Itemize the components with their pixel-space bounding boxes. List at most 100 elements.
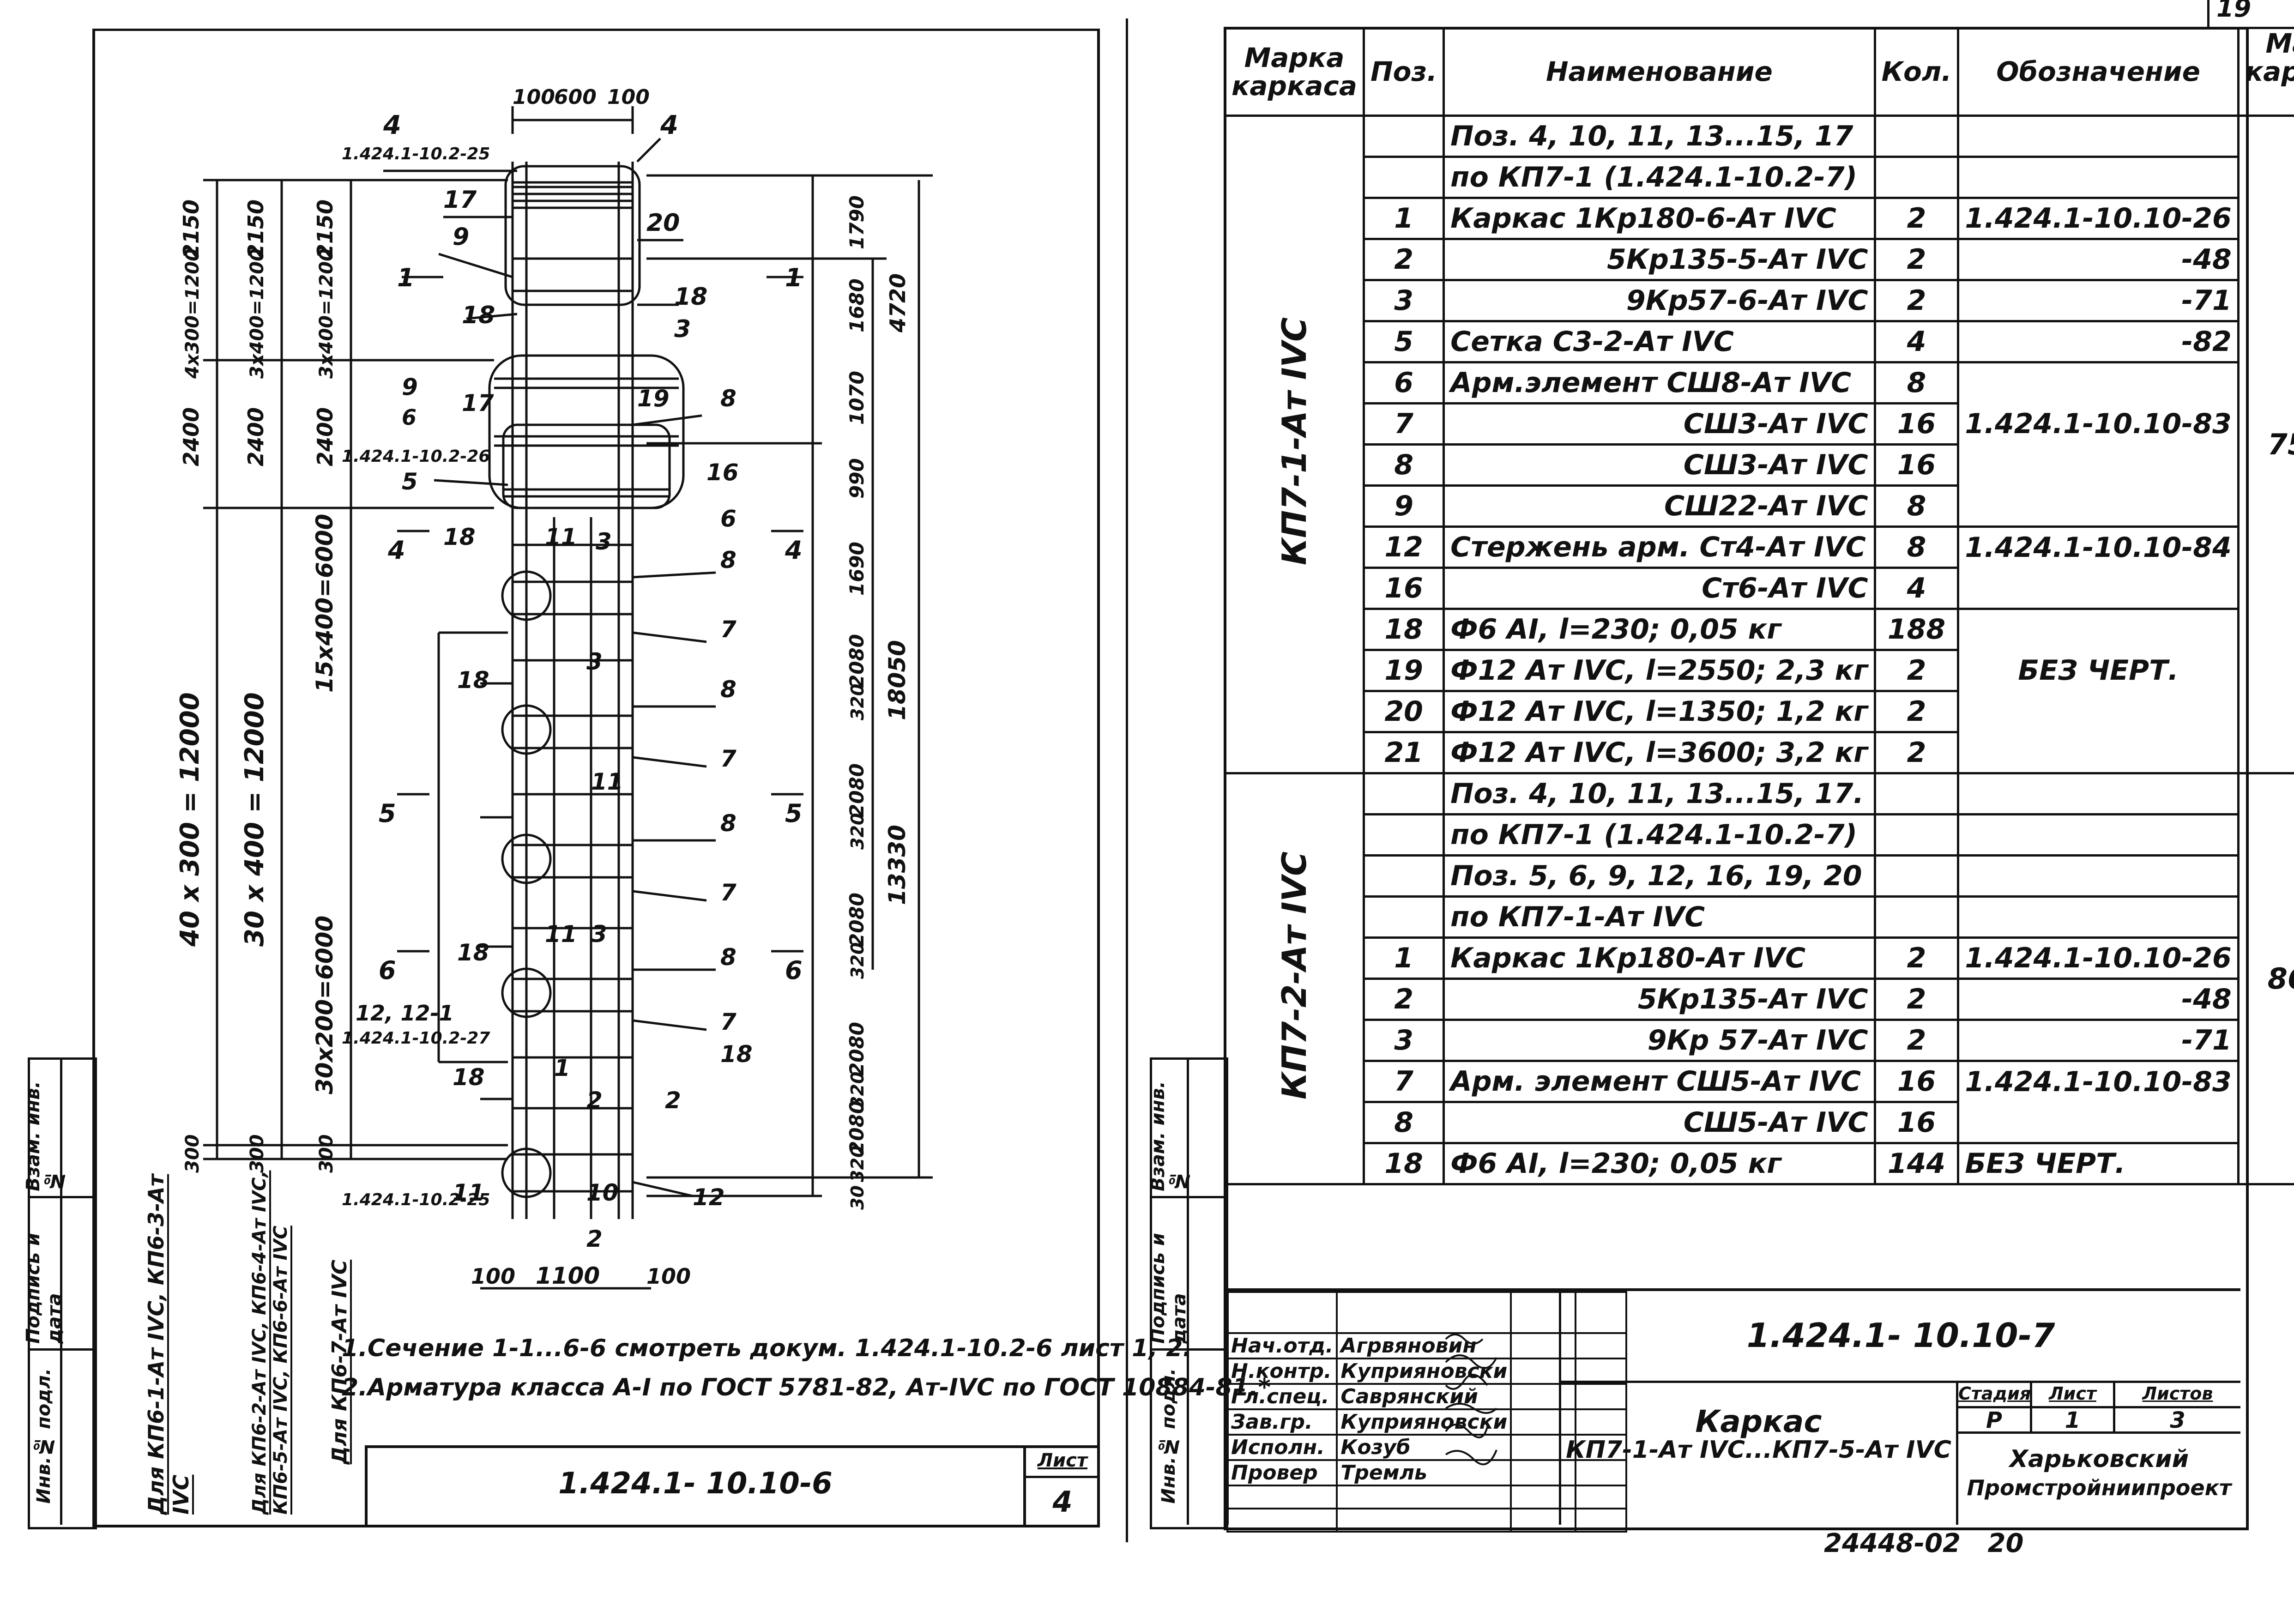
table-row: Поз. 5, 6, 9, 12, 16, 19, 20 (1225, 854, 2294, 898)
callout: 5 (402, 468, 418, 495)
callout: 8 (720, 676, 736, 703)
section-mark: 1 (785, 263, 803, 292)
callout: 11 (591, 768, 623, 795)
dim-label: 2400 (313, 407, 338, 466)
role-label: Зав.гр. (1226, 1408, 1338, 1436)
sheet-value: 1 (2065, 1407, 2081, 1433)
dim-label: 2150 (179, 199, 204, 259)
dim-label: 300 (247, 1135, 268, 1173)
callout: 11 (545, 921, 577, 948)
dim-label: 2080 (845, 1100, 868, 1154)
organization-name: Харьковский (2009, 1445, 2189, 1473)
col-header-pos: Поз. (1363, 27, 1445, 117)
callout: 7 (720, 745, 736, 772)
dim-label: 1070 (845, 371, 868, 425)
mark-cell: КП7-2-Aт IVC (1223, 772, 1365, 1185)
sheet-label: Лист (2049, 1383, 2096, 1404)
side-label: Для КП6-2-Aт IVC, КП6-4-Aт IVC, КП6-5-Aт… (249, 1170, 291, 1515)
callout: 9 (402, 374, 418, 400)
sheet-number: 4 (1052, 1485, 1073, 1519)
dim-label: 3x400=1200 (316, 248, 337, 379)
callout: 6 (402, 405, 417, 430)
callout: 3 (596, 528, 612, 555)
table-row: КП7-1-Aт IVC Поз. 4, 10, 11, 13...15, 17… (1223, 115, 2294, 774)
callout: 1.424.1-10.2-25 (342, 1190, 490, 1209)
callout: 3 (674, 315, 691, 343)
signer-name: Агрвяновин (1336, 1332, 1512, 1359)
dim-label: 320 (847, 1146, 868, 1182)
callout: 8 (720, 810, 736, 837)
dim-label: 320 (847, 813, 868, 850)
callout: 18 (457, 939, 489, 966)
table-row: по КП7-1 (1.424.1-10.2-7) (1225, 813, 2294, 857)
margin-label: Инв.№ подл. (1158, 1368, 1179, 1504)
callout: 2 (586, 1087, 603, 1114)
sheets-label: Листов (2142, 1383, 2213, 1404)
callout: 3 (591, 921, 607, 948)
dim-label: 13330 (884, 825, 911, 905)
sheets-value: 3 (2170, 1407, 2185, 1433)
section-mark: 1 (397, 263, 415, 292)
callout: 20 (646, 209, 680, 237)
table-row: по КП7-1-Aт IVC (1225, 895, 2294, 939)
callout: 2 (586, 1226, 603, 1252)
dim-label: 30 (847, 1185, 868, 1210)
callout: 18 (720, 1041, 753, 1068)
callout: 17 (443, 186, 477, 214)
left-title-block: 1.424.1- 10.10-6 Лист 4 (365, 1445, 1100, 1527)
callout: 17 (462, 390, 494, 417)
margin-label: Взам. инв.№ (23, 1081, 65, 1191)
role-label: Провер (1226, 1459, 1338, 1486)
dim-label: 100 (646, 1264, 691, 1289)
dim-label: 2400 (179, 407, 204, 466)
mass-cell: 750,7 (2237, 115, 2294, 774)
stage-label: Стадия (1958, 1383, 2031, 1404)
margin-label: Взам. инв.№ (1147, 1081, 1190, 1191)
drawing-title: Каркас (1695, 1404, 1822, 1439)
callout: 4 (660, 110, 678, 140)
margin-label: Подпись и дата (1147, 1233, 1190, 1344)
callout: 4 (383, 110, 401, 140)
document-code: 1.424.1- 10.10-6 (558, 1467, 833, 1501)
callout: 1.424.1-10.2-27 (342, 1029, 490, 1048)
drawing-subtitle: КП7-1-Aт IVC...КП7-5-Aт IVC (1566, 1436, 1951, 1464)
callout: 18 (453, 1064, 485, 1091)
dim-label: 1100 (536, 1262, 600, 1289)
section-mark: 5 (379, 799, 396, 828)
dim-label: 2080 (845, 1022, 868, 1076)
section-mark: 6 (785, 956, 803, 985)
table-row: КП7-2-Aт IVC Поз. 4, 10, 11, 13...15, 17… (1223, 772, 2294, 1185)
dim-label: 1690 (845, 542, 868, 596)
dim-label: 1680 (845, 278, 868, 332)
callout: 1 (554, 1055, 570, 1081)
margin-label: Инв.№ подл. (33, 1368, 54, 1504)
callout: 12 (693, 1184, 725, 1211)
role-label: Н.контр. (1226, 1358, 1338, 1385)
dim-label: 30 x 400 = 12000 (240, 692, 270, 947)
role-label: Исполн. (1226, 1434, 1338, 1461)
callout: 8 (720, 385, 736, 412)
note-1: 1.Сечение 1-1...6-6 смотреть докум. 1.42… (342, 1334, 1192, 1362)
col-header-mass: Масса каркаса, кг (2237, 27, 2294, 117)
left-sheet-frame (92, 29, 1100, 1527)
col-header-designation: Обозначение (1957, 27, 2240, 117)
dim-label: 4x300=1200 (182, 248, 203, 379)
role-label: Нач.отд. (1226, 1332, 1338, 1359)
left-margin-strip (28, 1057, 97, 1529)
callout: 2 (665, 1087, 681, 1114)
callout: 16 (706, 459, 739, 486)
dim-label: 4720 (885, 273, 910, 333)
mark-cell: КП7-1-Aт IVC (1223, 115, 1365, 774)
organization-name: Промстройниипроект (1967, 1475, 2232, 1500)
